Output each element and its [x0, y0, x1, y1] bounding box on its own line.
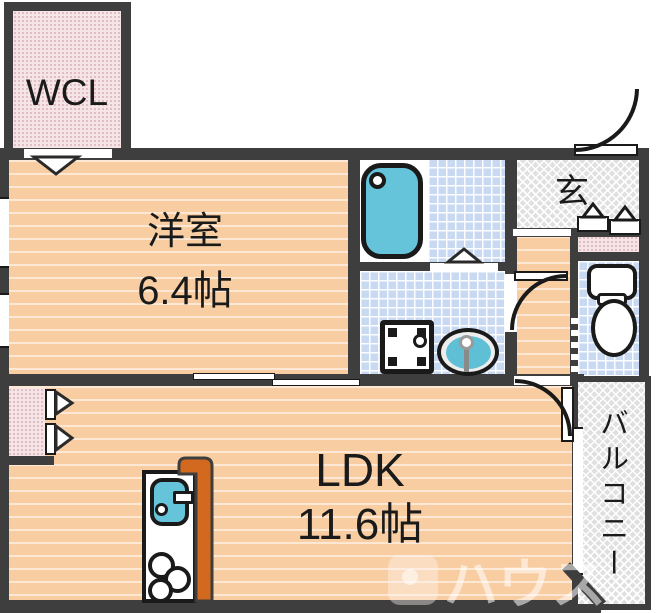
watermark: ハウス — [388, 540, 606, 613]
sliding-door-panel-2 — [272, 379, 360, 386]
washing-machine — [380, 320, 434, 374]
toilet-door-dashes — [571, 318, 578, 374]
room-bedroom-size: 6.4帖 — [137, 269, 233, 313]
washroom-door-opening — [505, 274, 517, 332]
watermark-text: ハウス — [444, 555, 606, 613]
wall-bottom — [0, 600, 601, 613]
entrance-door-leaf — [574, 144, 638, 156]
wall-entrance-bottom — [505, 228, 649, 237]
room-wcl-label: WCL — [25, 71, 109, 113]
wall-bath-washroom — [348, 262, 505, 271]
washbasin-faucet-stem — [464, 344, 469, 372]
washbasin-faucet — [459, 335, 474, 350]
hallway-floor — [517, 236, 570, 374]
closet-floor — [8, 388, 45, 456]
room-entrance-label: 玄 — [555, 173, 589, 211]
bath-door-opening — [430, 263, 498, 271]
room-bedroom-floor — [9, 160, 348, 374]
hallway-ldk-door-opening — [514, 376, 570, 385]
kitchen-faucet — [173, 491, 194, 504]
room-ldk-label: LDK — [315, 444, 405, 496]
stove-burner-3 — [148, 578, 173, 603]
room-balcony-label: バルコニー — [595, 407, 628, 583]
entrance-step-strip — [578, 236, 639, 252]
room-bedroom-label: 洋室 — [146, 211, 223, 253]
entrance-door-arc — [574, 88, 639, 152]
room-wcl-floor — [13, 11, 121, 148]
room-ldk-floor — [9, 386, 572, 600]
stove-burner-1 — [148, 552, 175, 579]
hallway-ldk-door-leaf — [561, 387, 574, 442]
wall-washroom-hallway — [505, 148, 517, 386]
bedroom-window-lower — [0, 293, 9, 348]
closet-door-panel-2 — [45, 423, 56, 455]
wall-toilet-top — [570, 252, 649, 261]
wall-toilet-left — [570, 236, 578, 386]
room-ldk-size: 11.6帖 — [296, 500, 424, 549]
wall-closet-bottom — [6, 456, 54, 465]
closet-door-panel-1 — [45, 389, 56, 420]
wall-wcl-right — [121, 2, 131, 152]
bathtub-drain — [369, 172, 386, 189]
wall-wcl-top — [4, 2, 131, 11]
sliding-door-panel-1 — [193, 373, 275, 380]
wall-top — [0, 148, 649, 160]
watermark-logo-icon — [388, 554, 438, 605]
bedroom-window-upper — [0, 197, 9, 268]
washroom-door-leaf — [514, 271, 568, 281]
bathroom-floor — [428, 158, 505, 262]
wall-wcl-left — [4, 2, 13, 152]
wall-right — [639, 148, 649, 378]
toilet-bowl — [591, 299, 637, 357]
entrance-hallway-opening — [513, 229, 571, 236]
wcl-door-opening — [24, 149, 112, 158]
kitchen-drain — [155, 503, 168, 516]
